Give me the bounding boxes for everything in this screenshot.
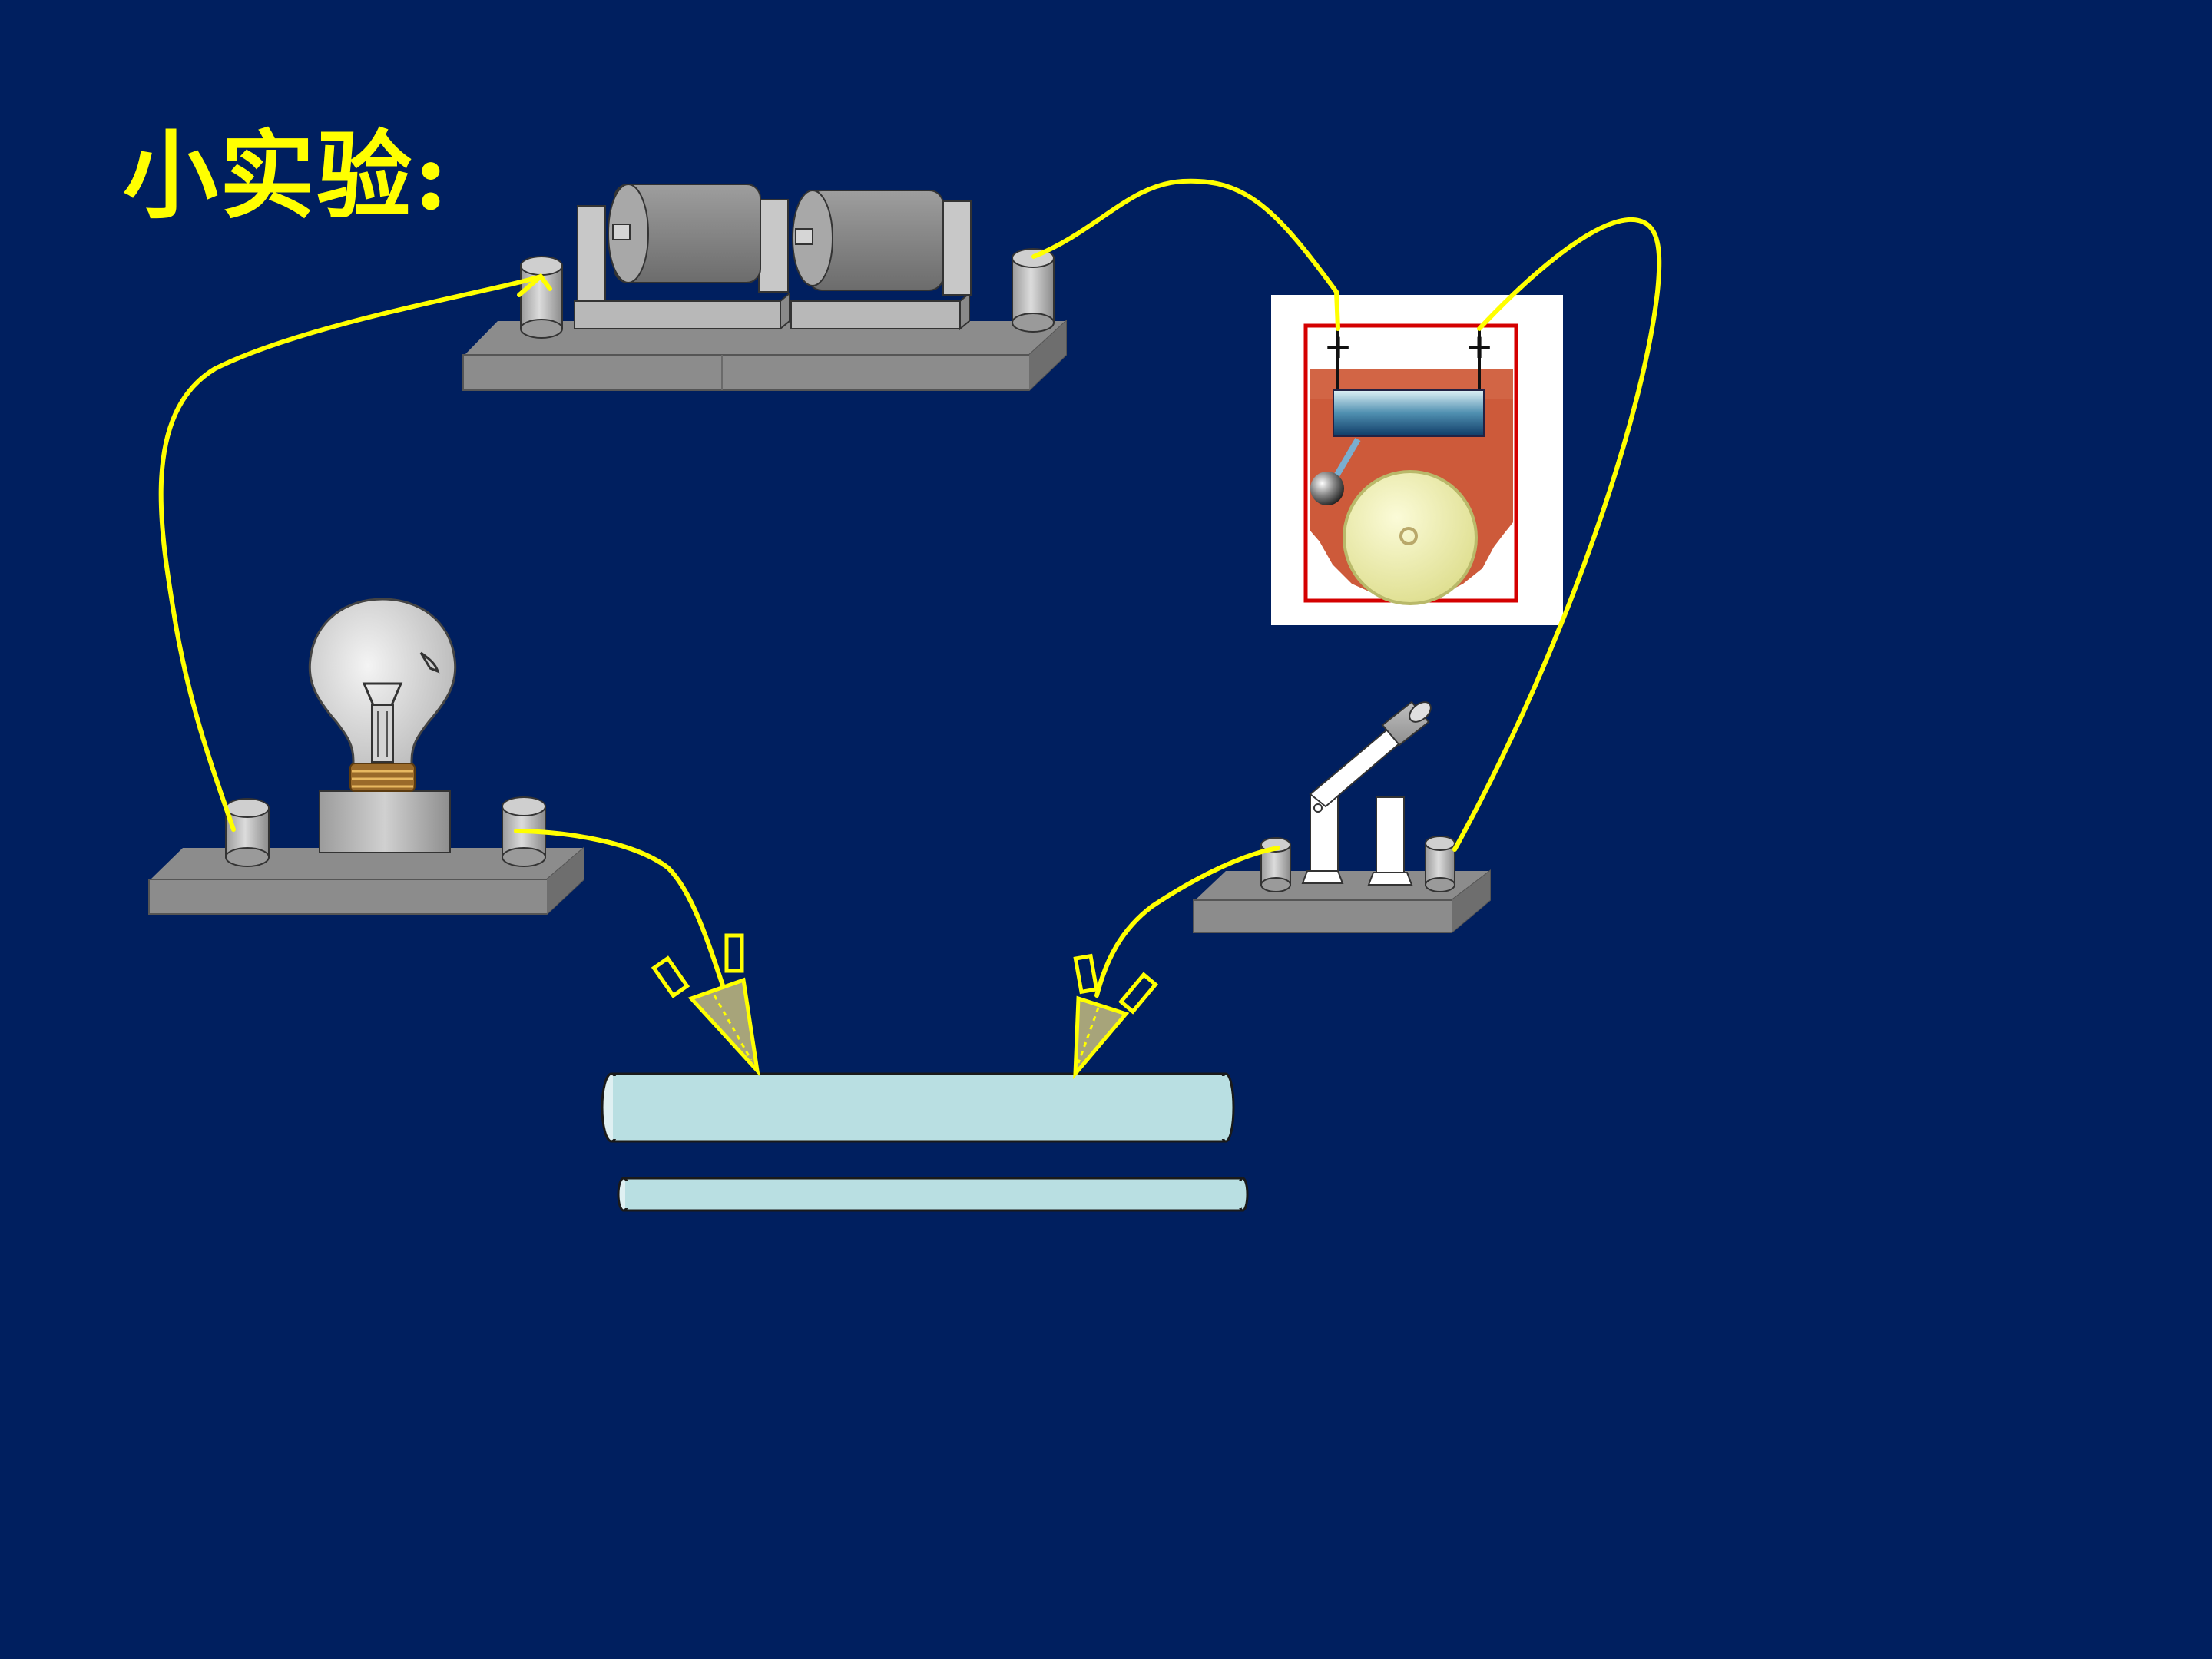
clip-right: [1073, 953, 1158, 1080]
slide-title: 小实验:: [123, 121, 450, 232]
bell-terminal-mark-left: +: [1324, 327, 1353, 366]
wire-bell-switch: [1452, 217, 1662, 852]
electric-bell-icon: + +: [1271, 295, 1563, 625]
battery-cell-1: [574, 184, 790, 331]
switch-handle[interactable]: [1381, 698, 1435, 747]
bell-hammer: [1310, 472, 1344, 505]
wire-bulb-clip: [514, 829, 726, 990]
wire-battery-bell: [1031, 178, 1340, 331]
switch-blade[interactable]: [1309, 728, 1401, 808]
glass-rod-lower: [617, 1177, 1249, 1212]
wire-switch-clip: [1094, 846, 1280, 998]
battery-left-terminal[interactable]: [520, 256, 563, 339]
bell-electromagnet: [1333, 389, 1485, 437]
bulb-left-terminal[interactable]: [225, 798, 270, 867]
glass-rod-upper: [601, 1072, 1235, 1143]
glass-rod-icon: [601, 1072, 1249, 1212]
bell-gong: [1343, 470, 1478, 605]
light-bulb-icon: [308, 598, 457, 792]
switch-right-terminal[interactable]: [1425, 836, 1455, 892]
knife-switch-icon[interactable]: [1193, 698, 1491, 933]
wire-battery-bulb: [158, 274, 543, 832]
bulb-assembly: [148, 598, 584, 915]
bulb-socket: [319, 790, 451, 853]
bell-terminal-mark-right: +: [1465, 327, 1494, 366]
alligator-clip-icon: [651, 933, 1158, 1080]
clip-left: [651, 933, 760, 1077]
wires: [158, 178, 1662, 998]
battery-right-terminal[interactable]: [1012, 248, 1055, 333]
battery-assembly: [462, 184, 1067, 391]
switch-left-terminal[interactable]: [1260, 837, 1291, 892]
battery-cell-2: [790, 190, 972, 331]
